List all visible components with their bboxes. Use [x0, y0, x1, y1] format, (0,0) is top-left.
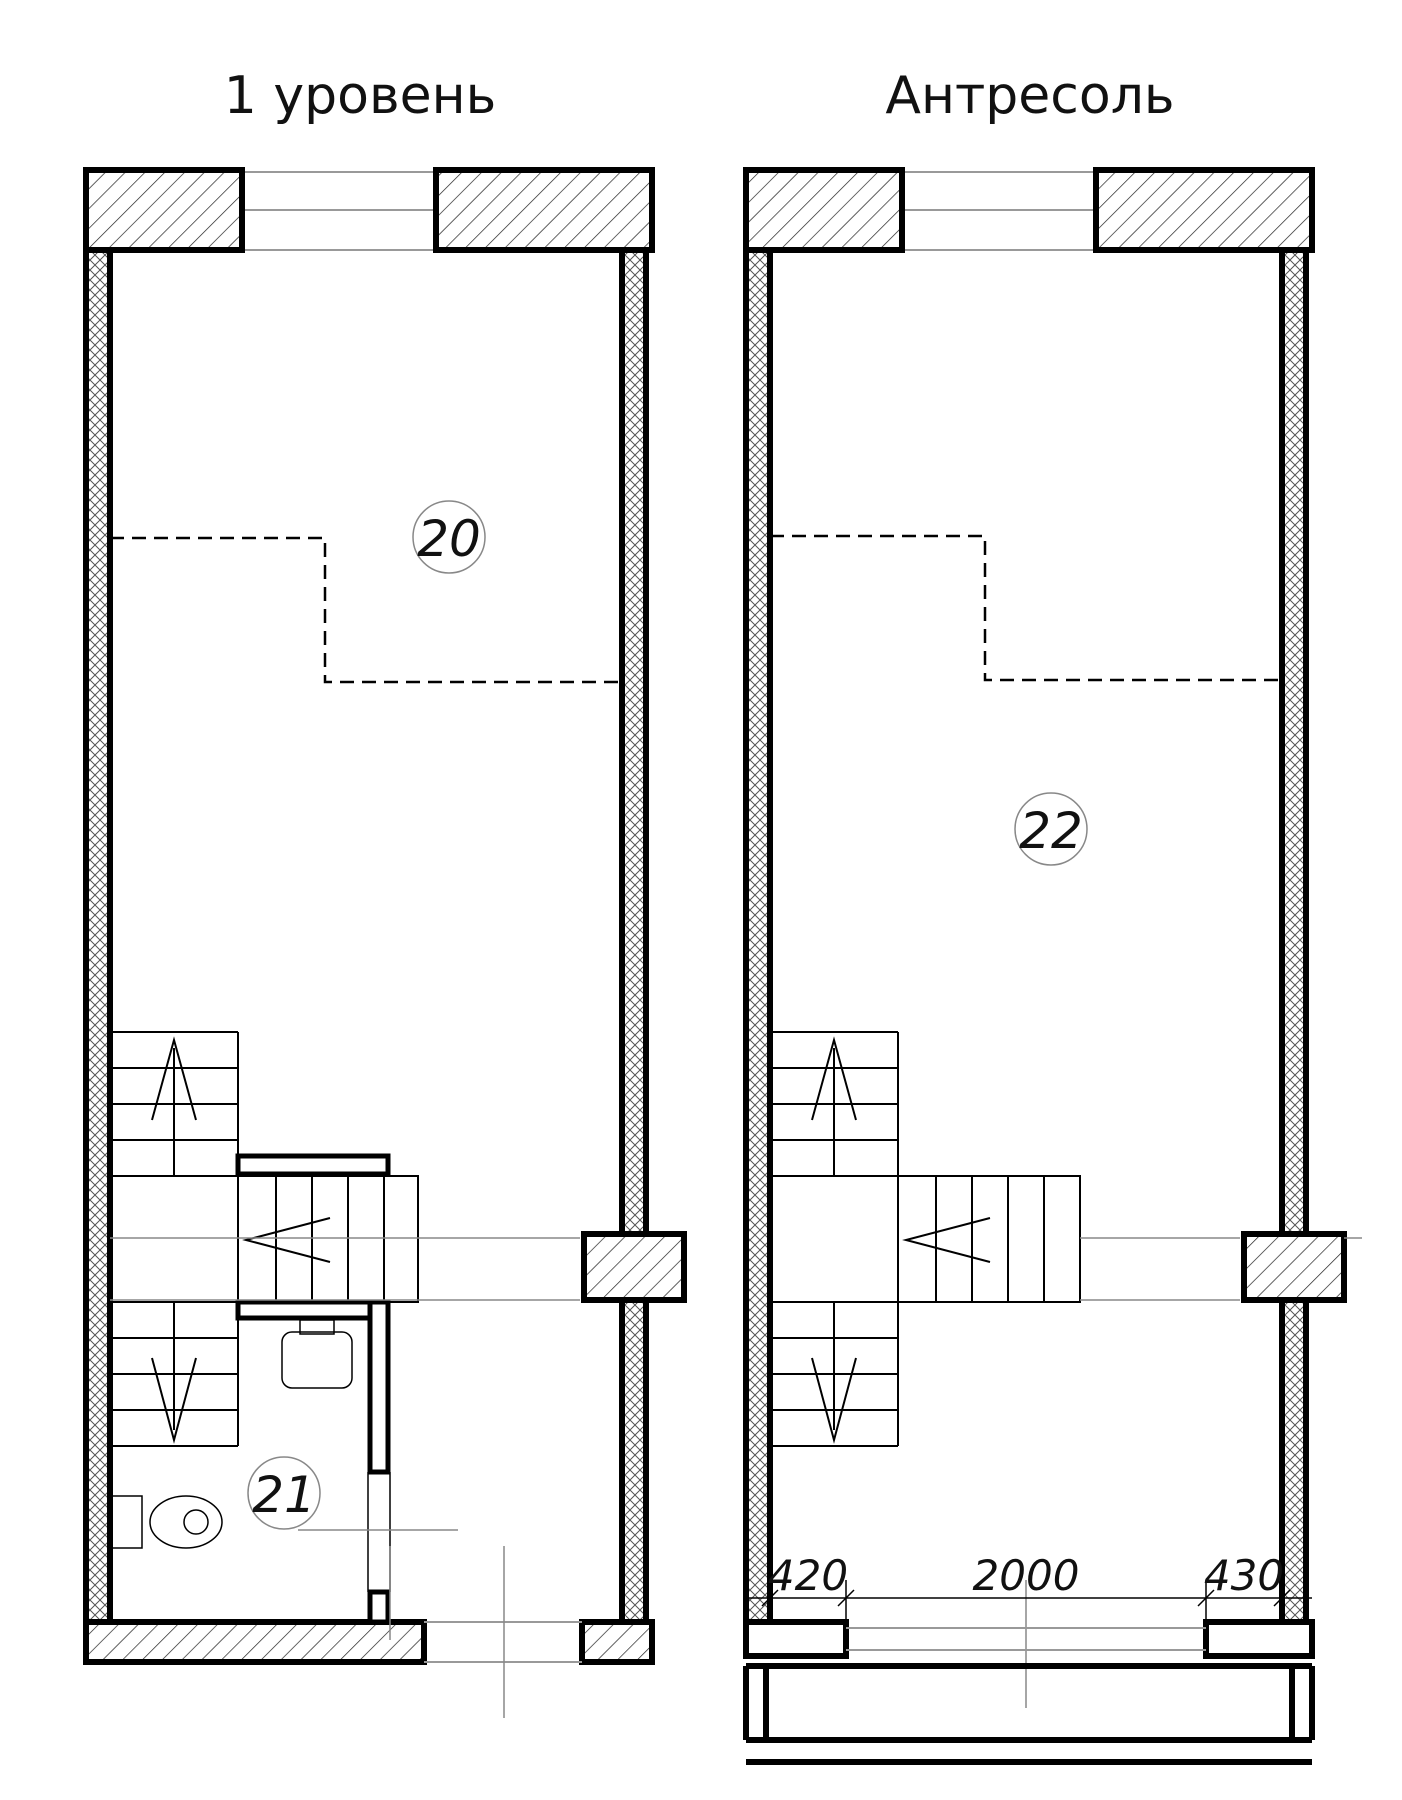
staircase	[770, 1031, 1081, 1447]
plan-title-mezzanine: Антресоль	[885, 66, 1175, 126]
left-wall	[83, 247, 113, 1625]
staircase	[110, 1031, 419, 1447]
toilet-icon	[281, 1319, 353, 1389]
top-wall-left	[743, 167, 905, 253]
dimension-line	[746, 1580, 1312, 1622]
plan-title-level-1: 1 уровень	[223, 66, 497, 126]
right-wall	[619, 247, 649, 1625]
left-wall	[743, 247, 773, 1625]
balcony	[743, 1663, 1315, 1765]
bottom-wall-right	[1203, 1619, 1315, 1659]
axis-lines	[110, 1237, 580, 1718]
room-marker	[412, 500, 486, 574]
room-label-22: 22	[1019, 802, 1083, 860]
room-marker	[247, 1456, 321, 1530]
mezzanine-outline	[110, 536, 622, 684]
dimension-label-430: 430	[1204, 1551, 1284, 1600]
bottom-wall-left	[83, 1619, 427, 1665]
mezzanine-outline	[770, 534, 1282, 682]
dimension-label-2000: 2000	[973, 1551, 1080, 1600]
window-top	[902, 171, 1096, 251]
bottom-wall-left	[743, 1619, 849, 1659]
bottom-wall-right	[579, 1619, 655, 1665]
top-wall-right	[433, 167, 655, 253]
bath-wall-top	[235, 1153, 391, 1177]
bath-wall-vertical	[367, 1299, 391, 1475]
top-wall-left	[83, 167, 245, 253]
top-wall-right	[1093, 167, 1315, 253]
window-top	[242, 171, 436, 251]
bath-wall-stub	[367, 1589, 391, 1625]
right-wall	[1279, 247, 1309, 1625]
room-marker	[1014, 792, 1088, 866]
column	[581, 1231, 687, 1303]
plan-mezzanine	[743, 167, 1362, 1765]
dimension-label-420: 420	[768, 1551, 848, 1600]
plan-level-1	[83, 167, 687, 1718]
room-label-21: 21	[252, 1466, 316, 1524]
axis-lines	[1025, 1237, 1240, 1708]
toilet-icon	[111, 1495, 223, 1549]
room-label-20: 20	[417, 510, 481, 568]
column	[1241, 1231, 1347, 1303]
bath-wall-mid	[235, 1299, 391, 1321]
